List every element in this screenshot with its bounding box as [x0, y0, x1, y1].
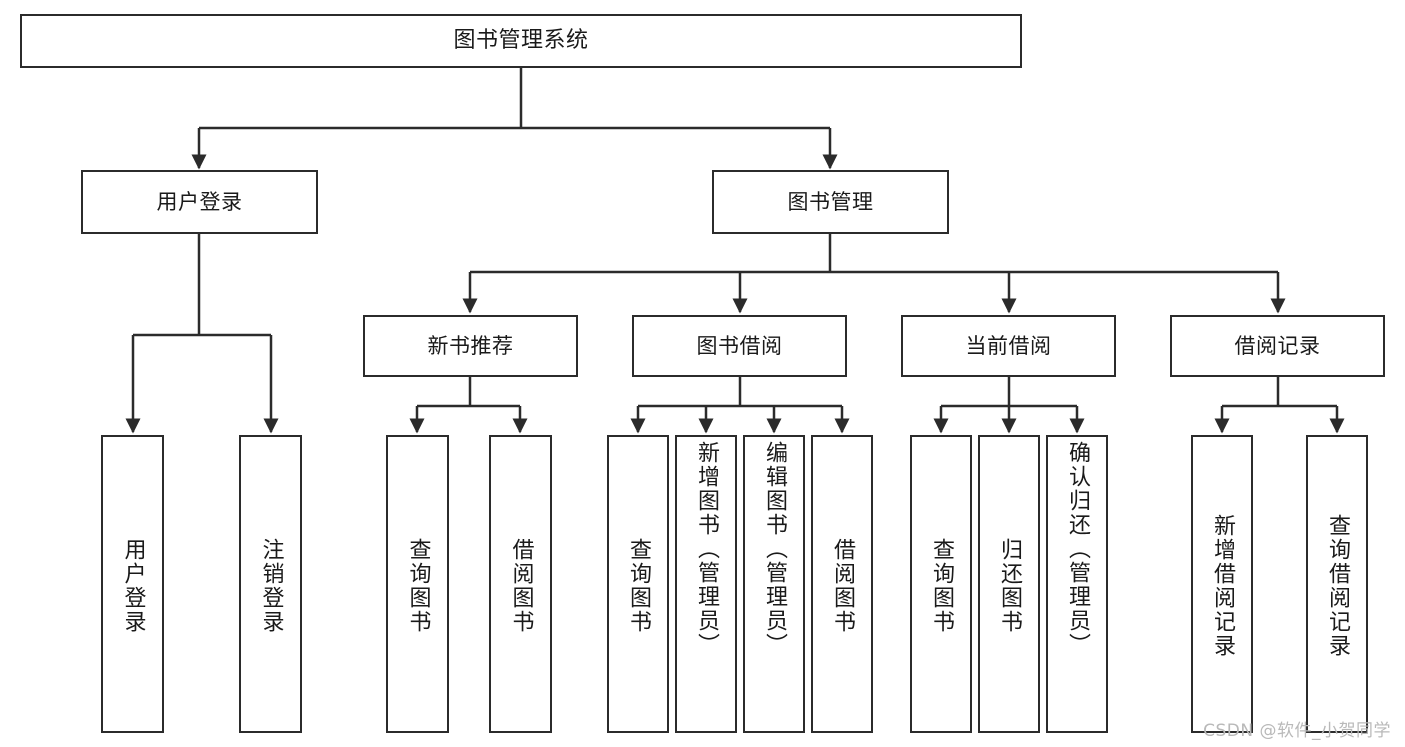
node-label: 借阅图书: [830, 538, 855, 634]
leaf-query-book-new[interactable]: 查询图书: [386, 435, 449, 733]
leaf-query-borrow-record[interactable]: 查询借阅记录: [1306, 435, 1368, 733]
node-label: 借阅记录: [1234, 333, 1321, 358]
node-book-management[interactable]: 图书管理: [712, 170, 949, 234]
node-label: 借阅图书: [508, 538, 534, 634]
leaf-borrow-book[interactable]: 借阅图书: [811, 435, 873, 733]
node-label: 新增图书（管理员）: [694, 441, 719, 657]
leaf-add-borrow-record[interactable]: 新增借阅记录: [1191, 435, 1253, 733]
node-label: 查询图书: [405, 538, 431, 634]
leaf-return-book[interactable]: 归还图书: [978, 435, 1040, 733]
node-current-borrowing[interactable]: 当前借阅: [901, 315, 1116, 377]
node-label: 新增借阅记录: [1210, 514, 1235, 658]
node-label: 确认归还（管理员）: [1065, 441, 1090, 657]
node-label: 用户登录: [156, 189, 243, 214]
leaf-query-book-borrow[interactable]: 查询图书: [607, 435, 669, 733]
leaf-borrow-book-new[interactable]: 借阅图书: [489, 435, 552, 733]
node-borrowing-record[interactable]: 借阅记录: [1170, 315, 1385, 377]
node-label: 查询图书: [929, 538, 954, 634]
watermark-text: CSDN @软件_小贺同学: [1203, 721, 1391, 741]
node-label: 注销登录: [258, 538, 284, 634]
leaf-logout[interactable]: 注销登录: [239, 435, 302, 733]
leaf-confirm-return-admin[interactable]: 确认归还（管理员）: [1046, 435, 1108, 733]
node-label: 图书管理系统: [453, 28, 589, 54]
node-label: 用户登录: [120, 538, 146, 634]
node-label: 图书管理: [787, 189, 874, 214]
node-label: 查询图书: [626, 538, 651, 634]
node-label: 查询借阅记录: [1325, 514, 1350, 658]
node-user-login[interactable]: 用户登录: [81, 170, 318, 234]
leaf-query-book-current[interactable]: 查询图书: [910, 435, 972, 733]
node-label: 新书推荐: [427, 333, 514, 358]
leaf-user-login[interactable]: 用户登录: [101, 435, 164, 733]
leaf-add-book-admin[interactable]: 新增图书（管理员）: [675, 435, 737, 733]
node-root-book-management-system[interactable]: 图书管理系统: [20, 14, 1022, 68]
node-label: 当前借阅: [965, 333, 1052, 358]
leaf-edit-book-admin[interactable]: 编辑图书（管理员）: [743, 435, 805, 733]
node-label: 图书借阅: [696, 333, 783, 358]
node-book-borrowing[interactable]: 图书借阅: [632, 315, 847, 377]
node-new-book-recommendation[interactable]: 新书推荐: [363, 315, 578, 377]
node-label: 编辑图书（管理员）: [762, 441, 787, 657]
node-label: 归还图书: [997, 538, 1022, 634]
